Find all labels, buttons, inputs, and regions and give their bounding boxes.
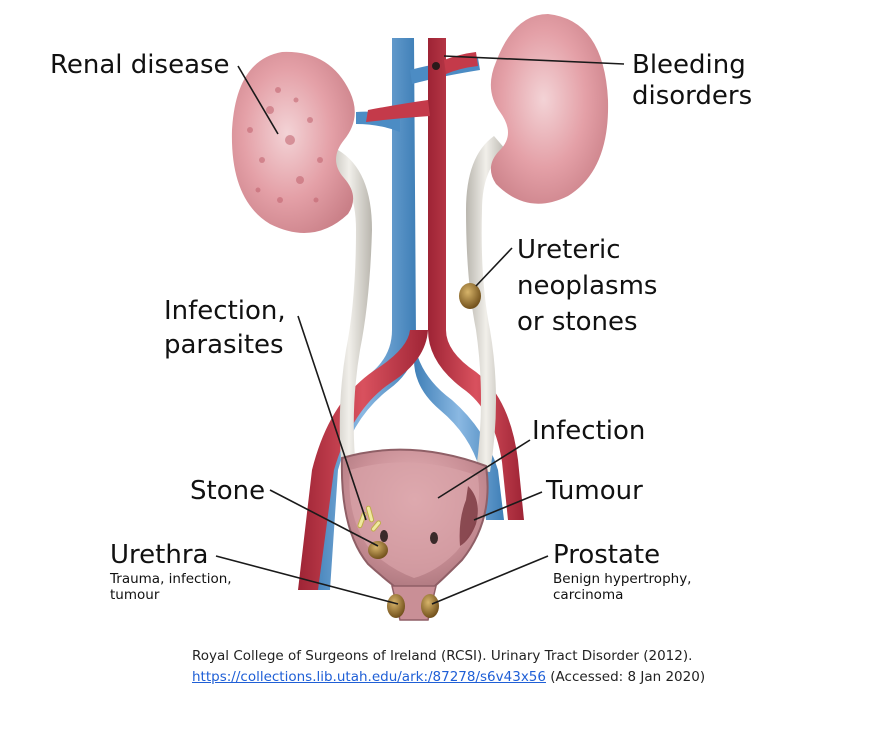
right-kidney <box>490 14 609 204</box>
label-bleeding-disorders: Bleeding disorders <box>632 50 752 111</box>
label-ureteric-line3: or stones <box>517 307 638 337</box>
label-urethra-group: Urethra Trauma, infection, tumour <box>110 540 232 603</box>
urethra <box>387 585 439 621</box>
label-prostate-sub-line2: carcinoma <box>553 586 624 603</box>
citation: Royal College of Surgeons of Ireland (RC… <box>192 646 705 688</box>
ureters <box>326 136 506 472</box>
label-infection-parasites-line1: Infection, <box>164 296 286 326</box>
ureteric-stone <box>459 283 481 309</box>
label-prostate: Prostate <box>553 540 661 570</box>
citation-accessed: (Accessed: 8 Jan 2020) <box>546 669 706 685</box>
leader-lines <box>215 55 625 605</box>
label-bleeding-line1: Bleeding <box>632 50 746 80</box>
ureteric-orifice <box>430 532 438 544</box>
parasites <box>357 505 382 532</box>
bleeding-site <box>432 62 440 70</box>
label-ureteric: Ureteric neoplasms or stones <box>517 232 657 340</box>
left-kidney <box>231 51 355 233</box>
label-stone: Stone <box>190 476 266 506</box>
citation-line2: https://collections.lib.utah.edu/ark:/87… <box>192 667 705 688</box>
citation-line1: Royal College of Surgeons of Ireland (RC… <box>192 648 693 664</box>
prostate-left-lobe <box>387 594 405 618</box>
label-prostate-group: Prostate Benign hypertrophy, carcinoma <box>553 540 691 603</box>
citation-link[interactable]: https://collections.lib.utah.edu/ark:/87… <box>192 669 546 685</box>
aorta <box>298 38 524 590</box>
label-infection-parasites-line2: parasites <box>164 330 284 360</box>
label-bleeding-line2: disorders <box>632 80 753 111</box>
label-prostate-sub-line1: Benign hypertrophy, <box>553 570 692 587</box>
tumour-mass <box>459 486 478 546</box>
bladder-stone <box>368 541 388 559</box>
label-urethra-sub-line2: tumour <box>110 586 160 603</box>
prostate-right-lobe <box>421 594 439 618</box>
label-infection-parasites: Infection, parasites <box>164 294 286 362</box>
label-renal-disease: Renal disease <box>50 50 230 80</box>
label-urethra: Urethra <box>110 540 209 570</box>
label-tumour: Tumour <box>546 476 643 506</box>
label-ureteric-line1: Ureteric <box>517 235 621 265</box>
label-urethra-sub-line1: Trauma, infection, <box>110 570 232 587</box>
label-ureteric-line2: neoplasms <box>517 271 658 301</box>
label-infection: Infection <box>532 416 646 446</box>
